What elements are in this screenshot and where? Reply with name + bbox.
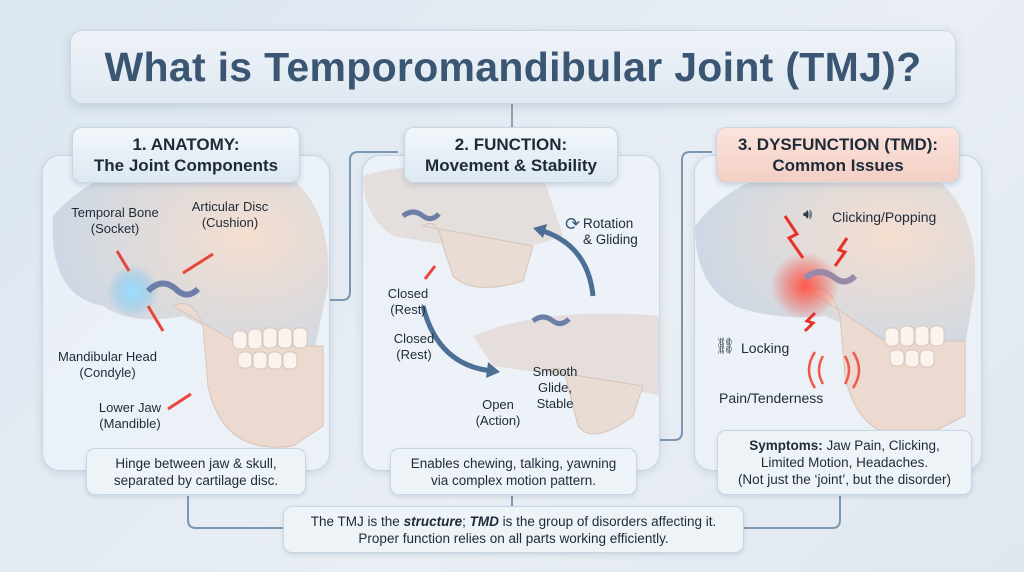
label-temporal-bone: Temporal Bone(Socket) <box>71 205 159 236</box>
page-title: What is Temporomandibular Joint (TMJ)? <box>70 30 956 104</box>
symptoms-caption: Symptoms: Jaw Pain, Clicking,Limited Mot… <box>717 430 972 495</box>
anatomy-heading: 1. ANATOMY:The Joint Components <box>72 127 300 183</box>
label-open-action: Open(Action) <box>475 397 521 428</box>
speaker-icon: 🔊︎ <box>803 206 813 223</box>
label-pain: Pain/Tenderness <box>719 390 824 406</box>
function-panel <box>362 155 660 471</box>
summary-box: The TMJ is the structure; TMD is the gro… <box>283 506 744 553</box>
label-clicking: Clicking/Popping <box>832 209 937 225</box>
label-lower-jaw: Lower Jaw(Mandible) <box>98 400 162 431</box>
dysfunction-heading: 3. DYSFUNCTION (TMD):Common Issues <box>716 127 960 183</box>
dysfunction-panel <box>694 155 982 471</box>
lock-icon: ⛓ <box>715 338 736 355</box>
anatomy-caption: Hinge between jaw & skull,separated by c… <box>86 448 306 495</box>
skull-pain-illustration <box>695 162 976 438</box>
label-mandibular-head: Mandibular Head(Condyle) <box>57 349 157 380</box>
label-rotation: Rotation& Gliding <box>583 216 638 247</box>
label-locking: Locking <box>741 340 790 356</box>
rotation-icon: ⟳ <box>565 214 581 234</box>
label-closed-rest-2: Closed(Rest) <box>393 331 435 362</box>
jaw-motion-illustration <box>363 166 659 435</box>
function-heading: 2. FUNCTION:Movement & Stability <box>404 127 618 183</box>
skull-illustration <box>52 157 329 448</box>
label-closed-rest-1: Closed(Rest) <box>387 286 429 317</box>
anatomy-panel <box>42 155 330 471</box>
label-articular-disc: Articular Disc(Cushion) <box>191 199 269 230</box>
